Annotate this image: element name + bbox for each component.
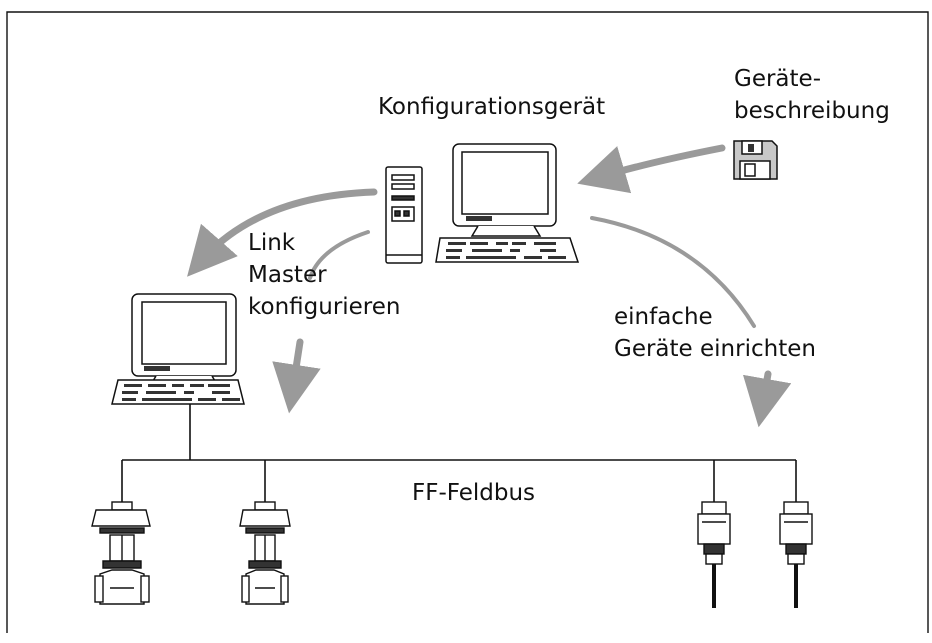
arrow-link-master-to-bus bbox=[272, 338, 321, 414]
flow-arrows bbox=[187, 144, 792, 428]
transmitter-2-icon bbox=[779, 501, 813, 608]
link-master-label-line1: Link bbox=[248, 230, 296, 256]
valve-2-icon bbox=[239, 501, 291, 605]
link-master-label-line2: Master bbox=[248, 262, 327, 288]
arrow-disk-to-config bbox=[577, 144, 726, 194]
diagram-frame bbox=[6, 11, 929, 633]
arrow-simple-devices-to-bus bbox=[742, 370, 792, 428]
arrow-link-master-return bbox=[308, 230, 370, 280]
device-description-disk-icon bbox=[733, 140, 778, 180]
arrow-config-to-simple-devices bbox=[590, 216, 756, 328]
ff-fieldbus-line bbox=[121, 404, 797, 502]
arrow-config-to-link-master bbox=[187, 188, 378, 277]
valve-1-icon bbox=[91, 501, 151, 605]
config-device-label: Konfigurationsgerät bbox=[378, 94, 606, 120]
device-description-label-line1: Geräte- bbox=[734, 66, 821, 92]
link-master-computer-icon bbox=[111, 293, 245, 405]
link-master-label-line3: konfigurieren bbox=[248, 294, 401, 320]
fieldbus-label: FF-Feldbus bbox=[412, 480, 536, 506]
transmitter-1-icon bbox=[697, 501, 731, 608]
simple-devices-label-line2: Geräte einrichten bbox=[614, 336, 816, 362]
simple-devices-label-line1: einfache bbox=[614, 304, 713, 330]
config-computer-icon bbox=[385, 143, 580, 264]
device-description-label-line2: beschreibung bbox=[734, 98, 890, 124]
